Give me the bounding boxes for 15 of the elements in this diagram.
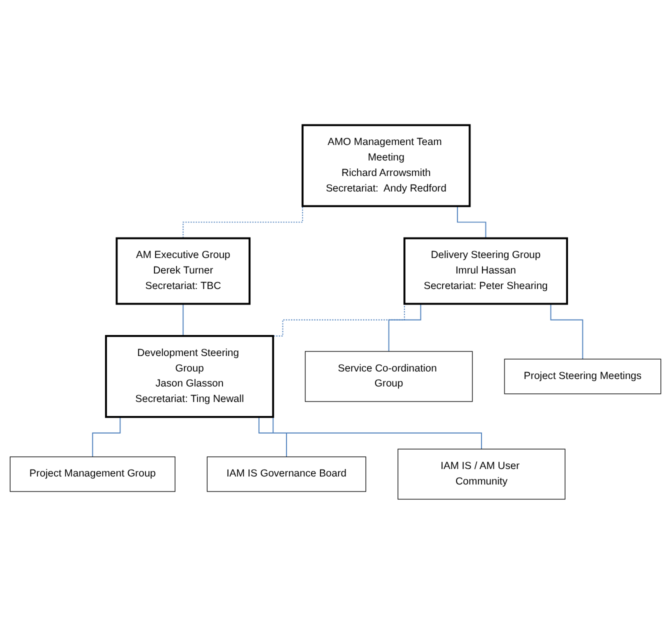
connector xyxy=(92,416,121,458)
node-box: IAM IS / AM User Community xyxy=(398,449,566,500)
node-box: Project Management Group xyxy=(10,456,176,492)
node-box: Project Steering Meetings xyxy=(504,359,662,394)
node-box: Delivery Steering Group Imrul Hassan Secretariat: Peter Shearing xyxy=(403,238,568,306)
node-box: Development Steering Group Jason Glasson Secretariat: Ting Newall xyxy=(105,335,274,418)
node-box: AM Executive Group Derek Turner Secretariat: TBC xyxy=(116,238,251,306)
connector xyxy=(388,304,422,352)
node-box: IAM IS Governance Board xyxy=(206,456,366,492)
connector xyxy=(550,304,584,360)
connector xyxy=(258,416,287,458)
node-box: Service Co-ordination Group xyxy=(304,351,473,402)
connector xyxy=(456,206,486,240)
connector xyxy=(182,304,186,337)
node-box: AMO Management Team Meeting Richard Arrowsmith Secretariat: Andy Redford xyxy=(302,124,471,208)
